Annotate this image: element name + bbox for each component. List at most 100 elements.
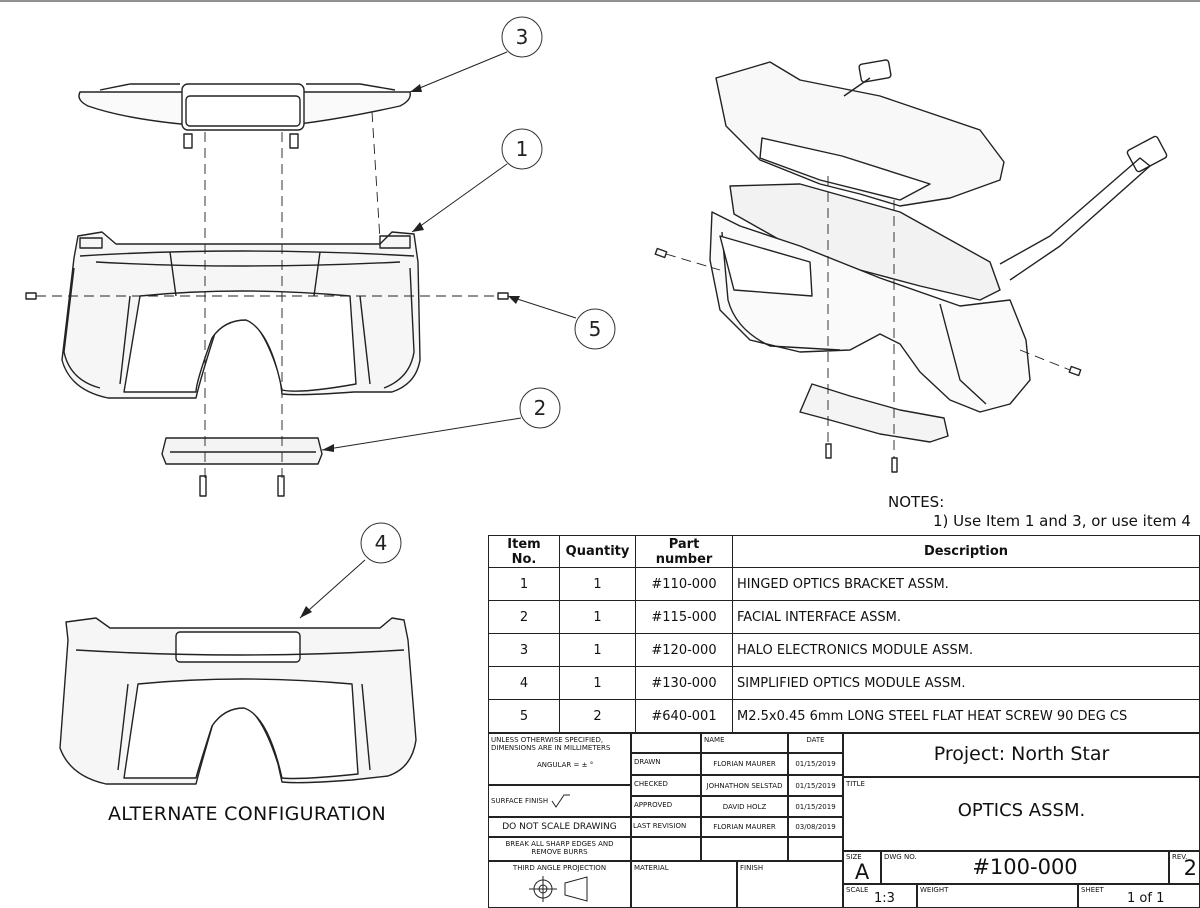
signoff-role-approved: APPROVED	[631, 796, 701, 817]
signoff-role: APPROVED	[634, 801, 673, 809]
signoff-date-drawn: 01/15/2019	[788, 753, 843, 775]
do-not-scale-note: DO NOT SCALE DRAWING	[502, 822, 617, 832]
sheet-size: A	[854, 860, 870, 884]
material-label: MATERIAL	[634, 864, 669, 872]
signoff-name-last-revision: FLORIAN MAURER	[701, 817, 788, 837]
date-header-cell: DATE	[788, 733, 843, 753]
signoff-role-last-revision: LAST REVISION	[631, 817, 701, 837]
sheet-label: SHEET	[1081, 886, 1104, 894]
bom-item-no: 3	[488, 633, 560, 667]
size-label: SIZE	[846, 853, 862, 861]
third-angle-label: THIRD ANGLE PROJECTION	[512, 864, 607, 872]
bom-row: 5 2 #640-001 M2.5x0.45 6mm LONG STEEL FL…	[488, 699, 1200, 733]
finish-cell: FINISH	[737, 861, 843, 908]
title-cell: TITLE OPTICS ASSM.	[843, 777, 1200, 851]
material-cell: MATERIAL	[631, 861, 737, 908]
scale-label: SCALE	[846, 886, 869, 894]
rev-cell: REV. 2	[1169, 851, 1200, 884]
bom-item-no: 1	[488, 567, 560, 601]
balloon-3-label: 3	[516, 25, 529, 49]
drawing-number: #100-000	[972, 855, 1078, 879]
signoff-role: DRAWN	[634, 758, 661, 766]
bom-quantity: 1	[559, 666, 636, 700]
project-name: Project: North Star	[933, 743, 1110, 765]
bom-row: 3 1 #120-000 HALO ELECTRONICS MODULE ASS…	[488, 633, 1200, 667]
part-simplified-optics-view	[59, 617, 417, 785]
signoff-date: 03/08/2019	[795, 823, 836, 831]
bom-item-no: 2	[488, 600, 560, 634]
signoff-date: 01/15/2019	[795, 782, 836, 790]
dwg-no-label: DWG NO.	[884, 853, 917, 861]
bom-part-number: #115-000	[635, 600, 733, 634]
balloon-2-label: 2	[534, 396, 547, 420]
bom-part-number: #110-000	[635, 567, 733, 601]
title-label: TITLE	[846, 780, 865, 788]
balloon-5-label: 5	[589, 317, 602, 341]
balloon-5: 5	[574, 308, 616, 350]
bom-quantity: 1	[559, 600, 636, 634]
signoff-blank-1	[631, 837, 701, 861]
signoff-date-checked: 01/15/2019	[788, 775, 843, 796]
project-cell: Project: North Star	[843, 733, 1200, 777]
balloon-2: 2	[519, 387, 561, 429]
balloon-3: 3	[501, 16, 543, 58]
notes-heading: NOTES:	[888, 493, 945, 511]
surface-finish-symbol	[551, 794, 571, 808]
drawing-title: OPTICS ASSM.	[957, 800, 1086, 821]
third-angle-projection-symbol	[528, 876, 587, 902]
bom-row: 4 1 #130-000 SIMPLIFIED OPTICS MODULE AS…	[488, 666, 1200, 700]
tolerance-note: UNLESS OTHERWISE SPECIFIED, DIMENSIONS A…	[491, 736, 611, 752]
date-header: DATE	[806, 736, 825, 744]
rev-label: REV.	[1172, 853, 1188, 861]
signoff-role: CHECKED	[634, 780, 668, 788]
surface-finish-cell: SURFACE FINISH	[488, 785, 631, 817]
part-optics-bracket-view	[61, 231, 421, 399]
signoff-role-checked: CHECKED	[631, 775, 701, 796]
balloon-4: 4	[360, 522, 402, 564]
signoff-name-checked: JOHNATHON SELSTAD	[701, 775, 788, 796]
scale-cell: SCALE 1:3	[843, 884, 917, 908]
signoff-date: 01/15/2019	[795, 803, 836, 811]
bom-header-item: Item No.	[488, 535, 560, 568]
bom-item-no: 5	[488, 699, 560, 733]
bom-header-row: Item No. Quantity Part number Descriptio…	[488, 535, 1200, 568]
bom-row: 1 1 #110-000 HINGED OPTICS BRACKET ASSM.	[488, 567, 1200, 601]
bom-description: SIMPLIFIED OPTICS MODULE ASSM.	[732, 666, 1200, 700]
break-edges-note: BREAK ALL SHARP EDGES AND REMOVE BURRS	[505, 840, 614, 856]
angular-tolerance: ANGULAR = ± °	[537, 761, 594, 769]
revision: 2	[1183, 856, 1197, 880]
bom-header-quantity: Quantity	[559, 535, 636, 568]
signoff-name-drawn: FLORIAN MAURER	[701, 753, 788, 775]
dwg-no-cell: DWG NO. #100-000	[881, 851, 1169, 884]
signoff-blank-3	[788, 837, 843, 861]
notes-block: NOTES: 1) Use Item 1 and 3, or use item …	[888, 493, 1191, 531]
bom-description: HALO ELECTRONICS MODULE ASSM.	[732, 633, 1200, 667]
weight-cell: WEIGHT	[917, 884, 1078, 908]
break-edges-cell: BREAK ALL SHARP EDGES AND REMOVE BURRS	[488, 837, 631, 861]
bom-part-number: #130-000	[635, 666, 733, 700]
sheet-cell: SHEET 1 of 1	[1078, 884, 1200, 908]
bom-quantity: 1	[559, 567, 636, 601]
signoff-role: LAST REVISION	[633, 822, 687, 830]
signoff-name: DAVID HOLZ	[722, 803, 767, 811]
bom-quantity: 1	[559, 633, 636, 667]
surface-finish-label: SURFACE FINISH	[491, 797, 549, 805]
isometric-exploded-view	[654, 59, 1168, 473]
name-header-cell: NAME	[701, 733, 788, 753]
bom-quantity: 2	[559, 699, 636, 733]
balloon-1-label: 1	[516, 137, 529, 161]
bom-description: M2.5x0.45 6mm LONG STEEL FLAT HEAT SCREW…	[732, 699, 1200, 733]
signoff-name-approved: DAVID HOLZ	[701, 796, 788, 817]
signoff-date-approved: 01/15/2019	[788, 796, 843, 817]
bom-description: HINGED OPTICS BRACKET ASSM.	[732, 567, 1200, 601]
title-block: UNLESS OTHERWISE SPECIFIED, DIMENSIONS A…	[488, 733, 1200, 908]
part-halo-module-view	[78, 83, 411, 149]
balloon-4-label: 4	[375, 531, 388, 555]
scale-value: 1:3	[874, 891, 895, 906]
signoff-role-drawn: DRAWN	[631, 753, 701, 775]
bom-description: FACIAL INTERFACE ASSM.	[732, 600, 1200, 634]
signoff-name: FLORIAN MAURER	[713, 823, 776, 831]
do-not-scale-cell: DO NOT SCALE DRAWING	[488, 817, 631, 837]
bom-row: 2 1 #115-000 FACIAL INTERFACE ASSM.	[488, 600, 1200, 634]
